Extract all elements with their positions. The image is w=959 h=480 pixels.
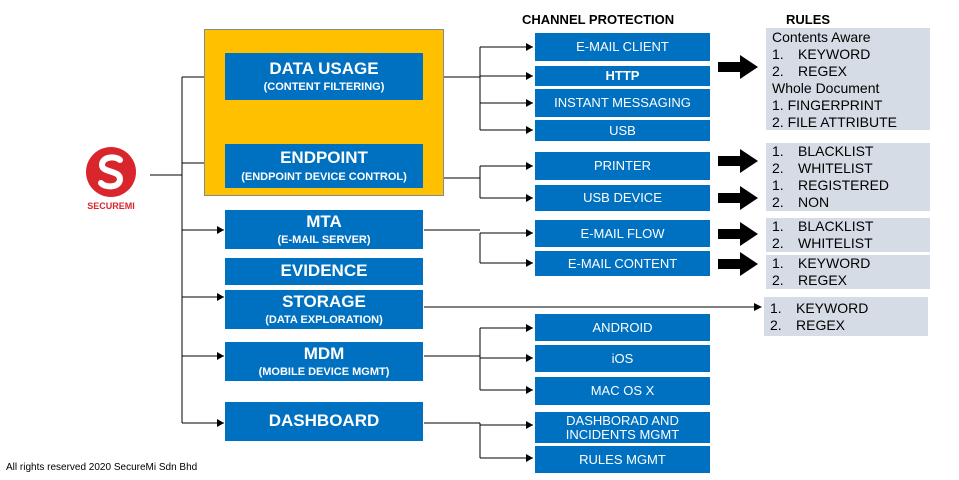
dashboard-module[interactable]: DASHBOARD (225, 402, 423, 441)
rule-text: WHITELIST (798, 160, 873, 176)
channel-label-line2: INCIDENTS MGMT (565, 426, 680, 442)
mdm-module[interactable]: MDM (MOBILE DEVICE MGMT) (225, 342, 423, 381)
rule-text: REGEX (796, 317, 846, 333)
rule-number: 2. (770, 317, 782, 333)
channel-label-line1: DASHBORAD AND (566, 412, 679, 428)
channel-ios[interactable]: iOS (535, 345, 710, 372)
channel-printer[interactable]: PRINTER (535, 152, 710, 180)
evidence-module[interactable]: EVIDENCE (225, 258, 423, 285)
module-title: MDM (303, 343, 345, 363)
channel-email-content[interactable]: E-MAIL CONTENT (535, 251, 710, 276)
module-subtitle: (DATA EXPLORATION) (265, 314, 383, 327)
channel-protection-header: CHANNEL PROTECTION (522, 12, 675, 27)
rule-item: 1. KEYWORD (770, 300, 928, 317)
channel-instant-messaging[interactable]: INSTANT MESSAGING (535, 89, 710, 117)
module-subtitle: (ENDPOINT DEVICE CONTROL) (241, 170, 407, 183)
module-title: EVIDENCE (280, 261, 368, 281)
rule-item: 1. BLACKLIST (772, 218, 930, 235)
module-title: DATA USAGE (269, 58, 379, 78)
rule-item: 2. REGEX (772, 272, 930, 289)
channel-http[interactable]: HTTP (535, 66, 710, 86)
rule-number: 2. (772, 160, 784, 176)
rule-text: REGISTERED (798, 177, 890, 193)
channel-email-client[interactable]: E-MAIL CLIENT (535, 33, 710, 61)
rule-item: 1. REGISTERED (772, 177, 930, 194)
rule-text: KEYWORD (798, 255, 871, 271)
rule-item: 1. BLACKLIST (772, 143, 930, 160)
rule-text: KEYWORD (796, 300, 869, 316)
logo-brand-text: SECUREMI (87, 201, 135, 211)
rule-text: NON (798, 194, 830, 210)
arrow-icon (718, 55, 758, 79)
rule-number: 1. (770, 300, 782, 316)
module-subtitle: (MOBILE DEVICE MGMT) (258, 366, 390, 379)
rule-item: 2. REGEX (770, 317, 928, 334)
rule-text: REGEX (798, 272, 848, 288)
rule-number: 1. (772, 255, 784, 271)
module-title: MTA (306, 211, 342, 231)
rules-header: RULES (786, 12, 831, 27)
logo-mark-icon (86, 147, 136, 197)
module-title: DASHBOARD (268, 411, 380, 431)
rule-heading: Contents Aware (772, 29, 871, 45)
rule-number: 1. (772, 97, 784, 113)
mta-module[interactable]: MTA (E-MAIL SERVER) (225, 210, 423, 249)
rule-item: 1. KEYWORD (772, 255, 930, 272)
rule-number: 2. (772, 194, 784, 210)
arrow-icon (718, 186, 758, 210)
rules-content-box: Contents Aware 1. KEYWORD 2. REGEX Whole D… (766, 28, 930, 130)
arrow-icon (718, 222, 758, 246)
rule-item: 2. REGEX (772, 63, 930, 80)
arrow-icon (718, 149, 758, 173)
channel-usb-device[interactable]: USB DEVICE (535, 185, 710, 211)
rules-storage-box: 1. KEYWORD 2. REGEX (764, 297, 928, 336)
channel-email-flow[interactable]: E-MAIL FLOW (535, 220, 710, 247)
rule-text: REGEX (798, 63, 848, 79)
rules-usb-device-box: 1. REGISTERED 2. NON (766, 177, 930, 211)
rule-number: 1. (772, 177, 784, 193)
rule-item: 1. KEYWORD (772, 46, 930, 63)
channel-usb[interactable]: USB (535, 120, 710, 141)
module-title: ENDPOINT (280, 148, 368, 168)
rule-text: FINGERPRINT (787, 97, 883, 113)
copyright-footer: All rights reserved 2020 SecureMi Sdn Bh… (6, 462, 198, 473)
channel-android[interactable]: ANDROID (535, 314, 710, 341)
module-title: STORAGE (282, 291, 366, 311)
rule-number: 2. (772, 272, 784, 288)
rule-item: 2. NON (772, 194, 930, 211)
data-usage-module[interactable]: DATA USAGE (CONTENT FILTERING) (225, 53, 423, 100)
rule-text: FILE ATTRIBUTE (787, 114, 898, 130)
channel-rules-mgmt[interactable]: RULES MGMT (535, 446, 710, 473)
module-subtitle: (CONTENT FILTERING) (263, 81, 385, 94)
securemi-logo: SECUREMI (80, 145, 142, 217)
rule-text: BLACKLIST (798, 218, 874, 234)
storage-module[interactable]: STORAGE (DATA EXPLORATION) (225, 290, 423, 329)
module-subtitle: (E-MAIL SERVER) (277, 234, 371, 247)
rule-item: 2. FILE ATTRIBUTE (772, 114, 930, 131)
rule-text: WHITELIST (798, 235, 873, 251)
rule-number: 1. (772, 143, 784, 159)
rule-text: BLACKLIST (798, 143, 874, 159)
rule-number: 2. (772, 63, 784, 79)
rules-printer-box: 1. BLACKLIST 2. WHITELIST (766, 143, 930, 177)
arrow-icon (718, 252, 758, 276)
endpoint-module[interactable]: ENDPOINT (ENDPOINT DEVICE CONTROL) (225, 144, 423, 188)
channel-dashboard-incidents[interactable]: DASHBORAD AND INCIDENTS MGMT (535, 412, 710, 443)
rule-item: 1. FINGERPRINT (772, 97, 930, 114)
rule-item: 2. WHITELIST (772, 160, 930, 177)
rule-number: 2. (772, 114, 784, 130)
rule-number: 1. (772, 218, 784, 234)
rules-email-flow-box: 1. BLACKLIST 2. WHITELIST (766, 218, 930, 252)
channel-mac-os-x[interactable]: MAC OS X (535, 377, 710, 405)
rule-number: 2. (772, 235, 784, 251)
rule-heading: Whole Document (772, 80, 880, 96)
rule-item: 2. WHITELIST (772, 235, 930, 252)
rule-number: 1. (772, 46, 784, 62)
rule-text: KEYWORD (798, 46, 871, 62)
rules-email-content-box: 1. KEYWORD 2. REGEX (766, 255, 930, 289)
